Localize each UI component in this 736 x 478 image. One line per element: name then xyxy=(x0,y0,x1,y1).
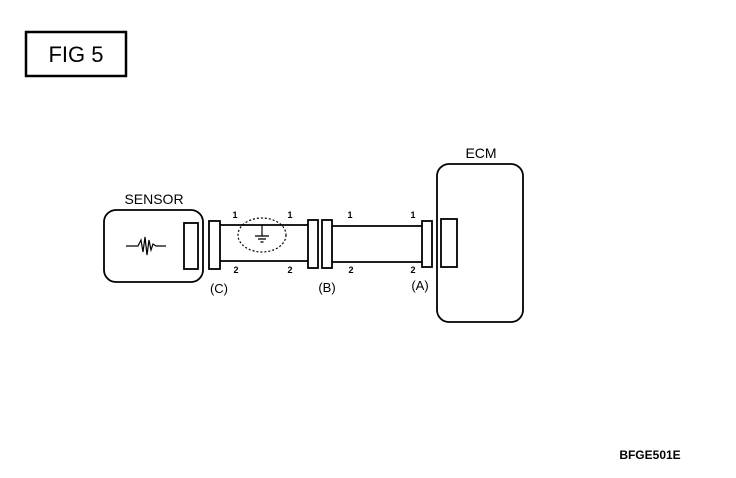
pin-number: 1 xyxy=(347,210,352,220)
wire-harness-b-a xyxy=(332,225,422,263)
pin-number: 2 xyxy=(410,265,415,275)
pin-number: 2 xyxy=(233,265,238,275)
pin-number: 1 xyxy=(410,210,415,220)
connector-a xyxy=(421,218,458,268)
connector-b-label: (B) xyxy=(318,280,335,295)
connector-c-label: (C) xyxy=(210,281,228,296)
figure-label: FIG 5 xyxy=(48,42,103,67)
signal-waveform-icon xyxy=(126,236,166,256)
figure-code: BFGE501E xyxy=(619,448,680,462)
sensor-connector-face xyxy=(183,222,199,270)
ecm-label: ECM xyxy=(465,145,496,161)
figure-label-box: FIG 5 xyxy=(24,30,128,78)
sensor-label: SENSOR xyxy=(124,191,183,207)
shield-ground-icon xyxy=(237,217,287,253)
pin-number: 1 xyxy=(232,210,237,220)
connector-a-label: (A) xyxy=(411,278,428,293)
pin-number: 2 xyxy=(287,265,292,275)
connector-c xyxy=(208,220,221,270)
sensor-block: SENSOR xyxy=(103,191,204,283)
wire-harness-c-b xyxy=(220,224,308,262)
connector-b xyxy=(307,219,333,269)
pin-number: 1 xyxy=(287,210,292,220)
ecm-block: ECM xyxy=(436,145,524,323)
pin-number: 2 xyxy=(348,265,353,275)
